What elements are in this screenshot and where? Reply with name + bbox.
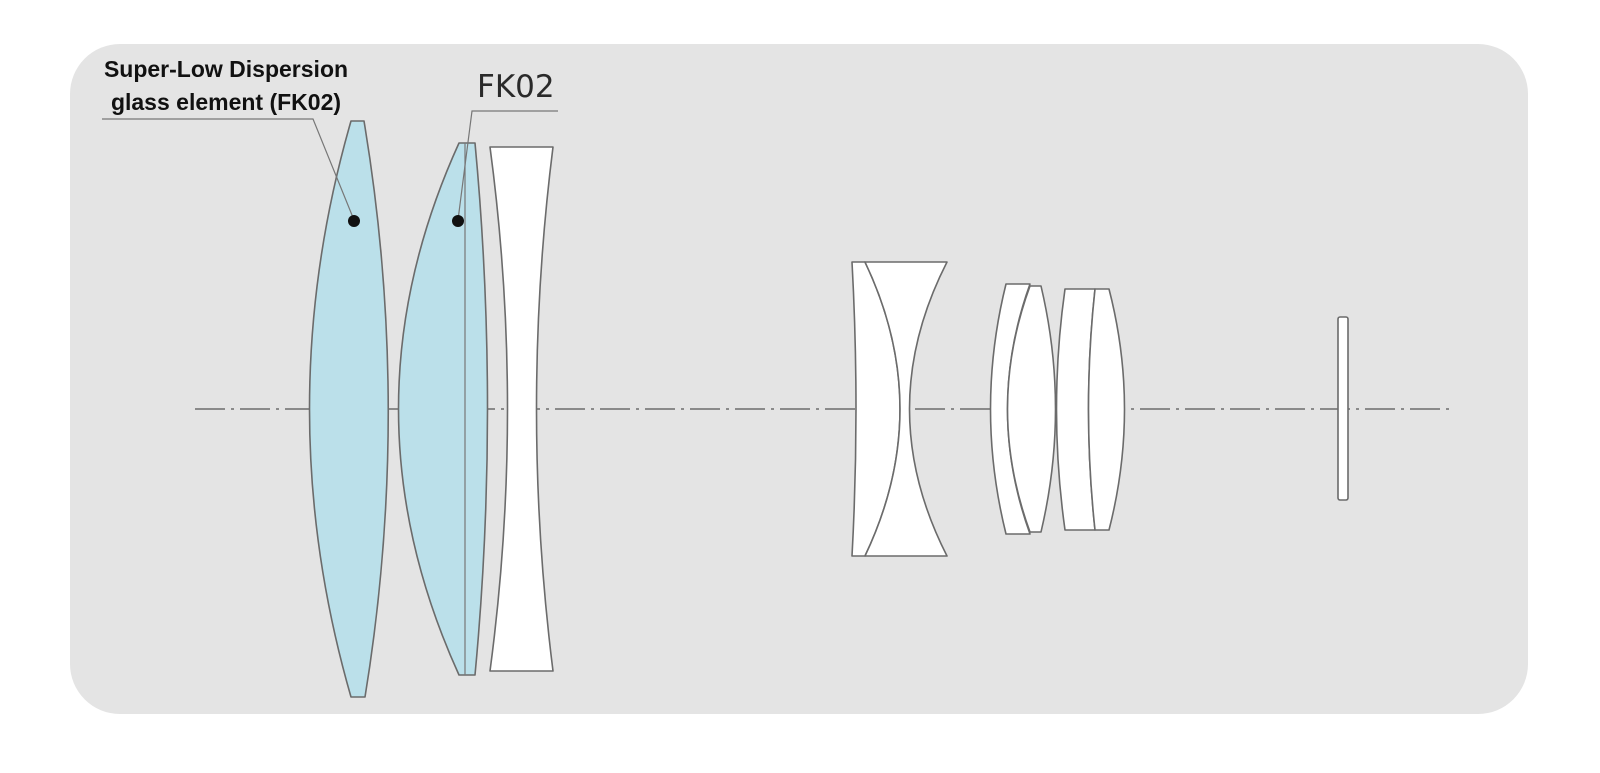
lens-element-6-rear: [1087, 288, 1126, 531]
lens-element-1: [308, 120, 390, 698]
lens-element-5-rear: [1006, 285, 1057, 533]
lens-element-5: [989, 283, 1057, 535]
callout-fk02: FK02: [452, 69, 558, 227]
callout-fk02-leader: [457, 110, 558, 221]
lens-element-7-body: [1337, 316, 1349, 501]
callout-sld-marker: [348, 215, 360, 227]
lens-element-7: [1337, 316, 1349, 501]
callout-fk02-marker: [452, 215, 464, 227]
callout-sld: Super-Low Dispersion glass element (FK02…: [102, 56, 360, 227]
callout-sld-leader: [102, 118, 355, 221]
callout-sld-line1: Super-Low Dispersion: [104, 56, 348, 82]
lens-element-4: [851, 261, 948, 557]
lens-element-3-body: [489, 146, 554, 672]
lens-element-2: [397, 142, 489, 676]
callout-fk02-label: FK02: [477, 69, 555, 105]
diagram-panel: [70, 44, 1528, 714]
lens-element-4-rear: [864, 261, 948, 557]
lens-element-1-body: [308, 120, 390, 698]
callout-sld-line2: glass element (FK02): [111, 89, 341, 115]
lens-element-6: [1055, 288, 1126, 531]
lens-element-3: [489, 146, 554, 672]
